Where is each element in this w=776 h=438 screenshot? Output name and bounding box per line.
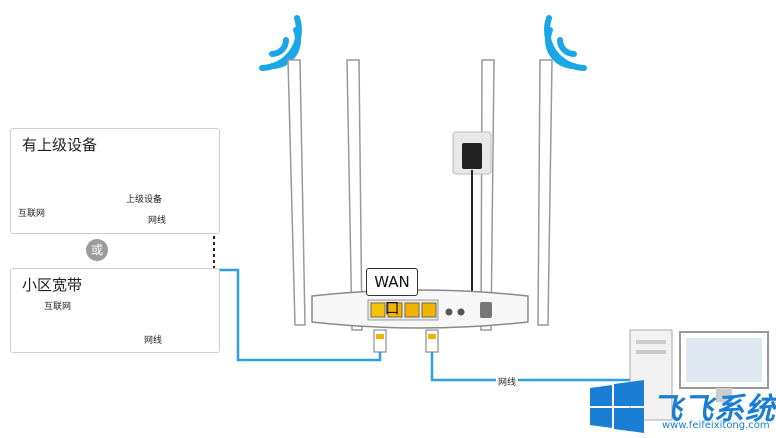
windows-logo-icon [590,380,644,433]
power-adapter-icon [452,131,492,300]
rj45-connector-right [425,329,439,353]
lan-port-1 [387,302,403,318]
upper-cable-label: 网线 [146,213,169,226]
lower-panel-title: 小区宽带 [22,276,83,294]
rj45-connector-left [373,329,387,353]
router-antennas [287,59,553,331]
upstream-device-label: 上级设备 [126,195,163,205]
upper-device-panel [10,128,220,234]
wan-port-label: WAN口 [366,268,418,317]
reset-button [445,308,453,316]
or-badge: 或 [86,239,108,261]
wifi-signal-right-icon [544,15,587,71]
lan-port-2 [404,302,420,318]
watermark-brand: 飞飞系统 [652,392,776,427]
wifi-signal-left-icon [259,15,302,71]
wps-button [457,308,465,316]
lower-cable-label: 网线 [142,333,165,346]
lan-port-3 [421,302,437,318]
upper-panel-title: 有上级设备 [22,136,98,154]
community-broadband-panel [10,268,220,353]
wan-port [370,302,386,318]
watermark-url: www.feifeixitong.com [662,420,770,431]
power-port [480,302,492,318]
router-body [311,289,529,329]
pc-cable-label: 网线 [496,375,519,388]
upper-internet-label: 互联网 [18,209,46,219]
lower-internet-label: 互联网 [44,302,72,312]
